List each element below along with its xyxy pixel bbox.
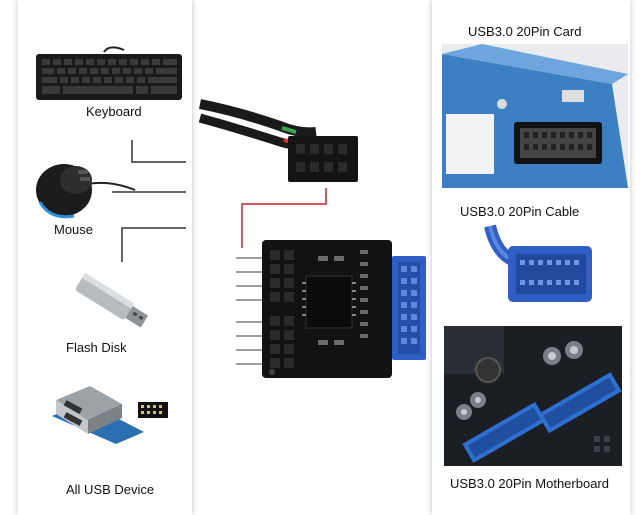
mouse-icon	[36, 164, 136, 219]
left-device-panel: Keyboard Mouse Flash Disk	[18, 0, 192, 515]
usb-20pin-cable-icon	[484, 224, 592, 302]
card-label: USB3.0 20Pin Card	[468, 24, 582, 39]
usb-hub-icon	[52, 386, 168, 444]
pcie-card-icon	[442, 44, 628, 188]
cable-label: USB3.0 20Pin Cable	[460, 204, 580, 219]
usb-device-label: All USB Device	[66, 482, 155, 497]
motherboard-image	[444, 326, 622, 466]
flash-disk-icon	[75, 272, 149, 328]
flash-disk-image	[68, 272, 158, 332]
usb-hub-image	[46, 386, 182, 460]
adapter-board	[236, 240, 426, 378]
flash-disk-connector-line	[121, 227, 186, 262]
mouse-label: Mouse	[54, 222, 94, 237]
pcie-card-image	[442, 44, 628, 188]
keyboard-icon	[36, 46, 182, 100]
usb-20pin-cable-image	[482, 222, 602, 308]
right-device-panel: USB3.0 20Pin Card USB3.0 20Pin Cable USB…	[432, 0, 630, 515]
keyboard-image	[34, 46, 184, 104]
motherboard-label: USB3.0 20Pin Motherboard	[450, 476, 609, 491]
mouse-image	[30, 150, 140, 228]
flash-disk-label: Flash Disk	[66, 340, 127, 355]
keyboard-label: Keyboard	[86, 104, 142, 119]
red-connector-line	[241, 188, 327, 248]
motherboard-icon	[444, 326, 622, 466]
usb2-9pin-cable	[198, 99, 358, 182]
keyboard-connector-line	[131, 140, 186, 163]
